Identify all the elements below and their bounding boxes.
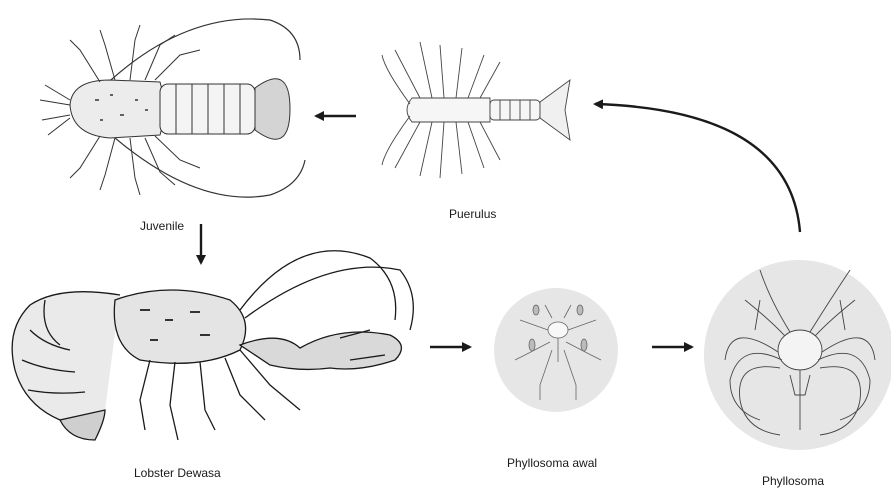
- juvenile-lobster-illustration: [40, 19, 305, 197]
- early-phyllosoma-illustration: [494, 288, 618, 412]
- label-phyllosoma-awal: Phyllosoma awal: [507, 456, 597, 470]
- arrow-phyllosoma-to-puerulus: [595, 104, 800, 232]
- label-puerulus: Puerulus: [449, 207, 496, 221]
- adult-lobster-illustration: [12, 251, 413, 440]
- puerulus-illustration: [382, 42, 570, 178]
- phyllosoma-illustration: [704, 260, 891, 450]
- arrows: [201, 104, 800, 347]
- label-lobster-dewasa: Lobster Dewasa: [134, 466, 221, 480]
- label-phyllosoma: Phyllosoma: [762, 474, 824, 488]
- label-juvenile: Juvenile: [140, 219, 184, 233]
